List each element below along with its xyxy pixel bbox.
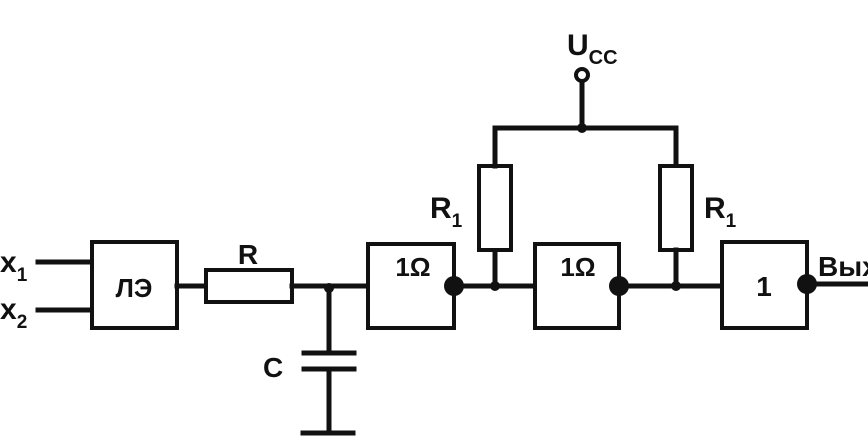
resistor-r1-right <box>658 164 694 252</box>
label-r1-left: R1 <box>430 192 463 232</box>
label-x1: x1 <box>0 246 28 286</box>
resistor-r1-left <box>477 164 513 252</box>
label-gate3: 1 <box>756 271 772 302</box>
junction-r1-right <box>671 281 681 291</box>
gate3-inversion-bubble <box>797 274 817 294</box>
gate1-block <box>366 242 456 330</box>
gate2-block <box>533 242 621 330</box>
label-capacitor-c: C <box>263 352 283 383</box>
label-gate2: 1Ω <box>560 252 595 282</box>
label-supply: UCC <box>567 29 618 69</box>
label-resistor-r: R <box>238 239 258 270</box>
gate2-inversion-bubble <box>609 276 629 296</box>
label-gate1: 1Ω <box>395 252 430 282</box>
resistor-r <box>204 268 294 304</box>
gate1-inversion-bubble <box>444 276 464 296</box>
label-logic-element: ЛЭ <box>116 273 153 303</box>
label-x2: x2 <box>0 293 27 333</box>
gate3-block <box>720 240 809 330</box>
label-r1-right: R1 <box>704 192 737 232</box>
label-output: Вых <box>818 251 868 282</box>
supply-terminal <box>574 67 590 83</box>
